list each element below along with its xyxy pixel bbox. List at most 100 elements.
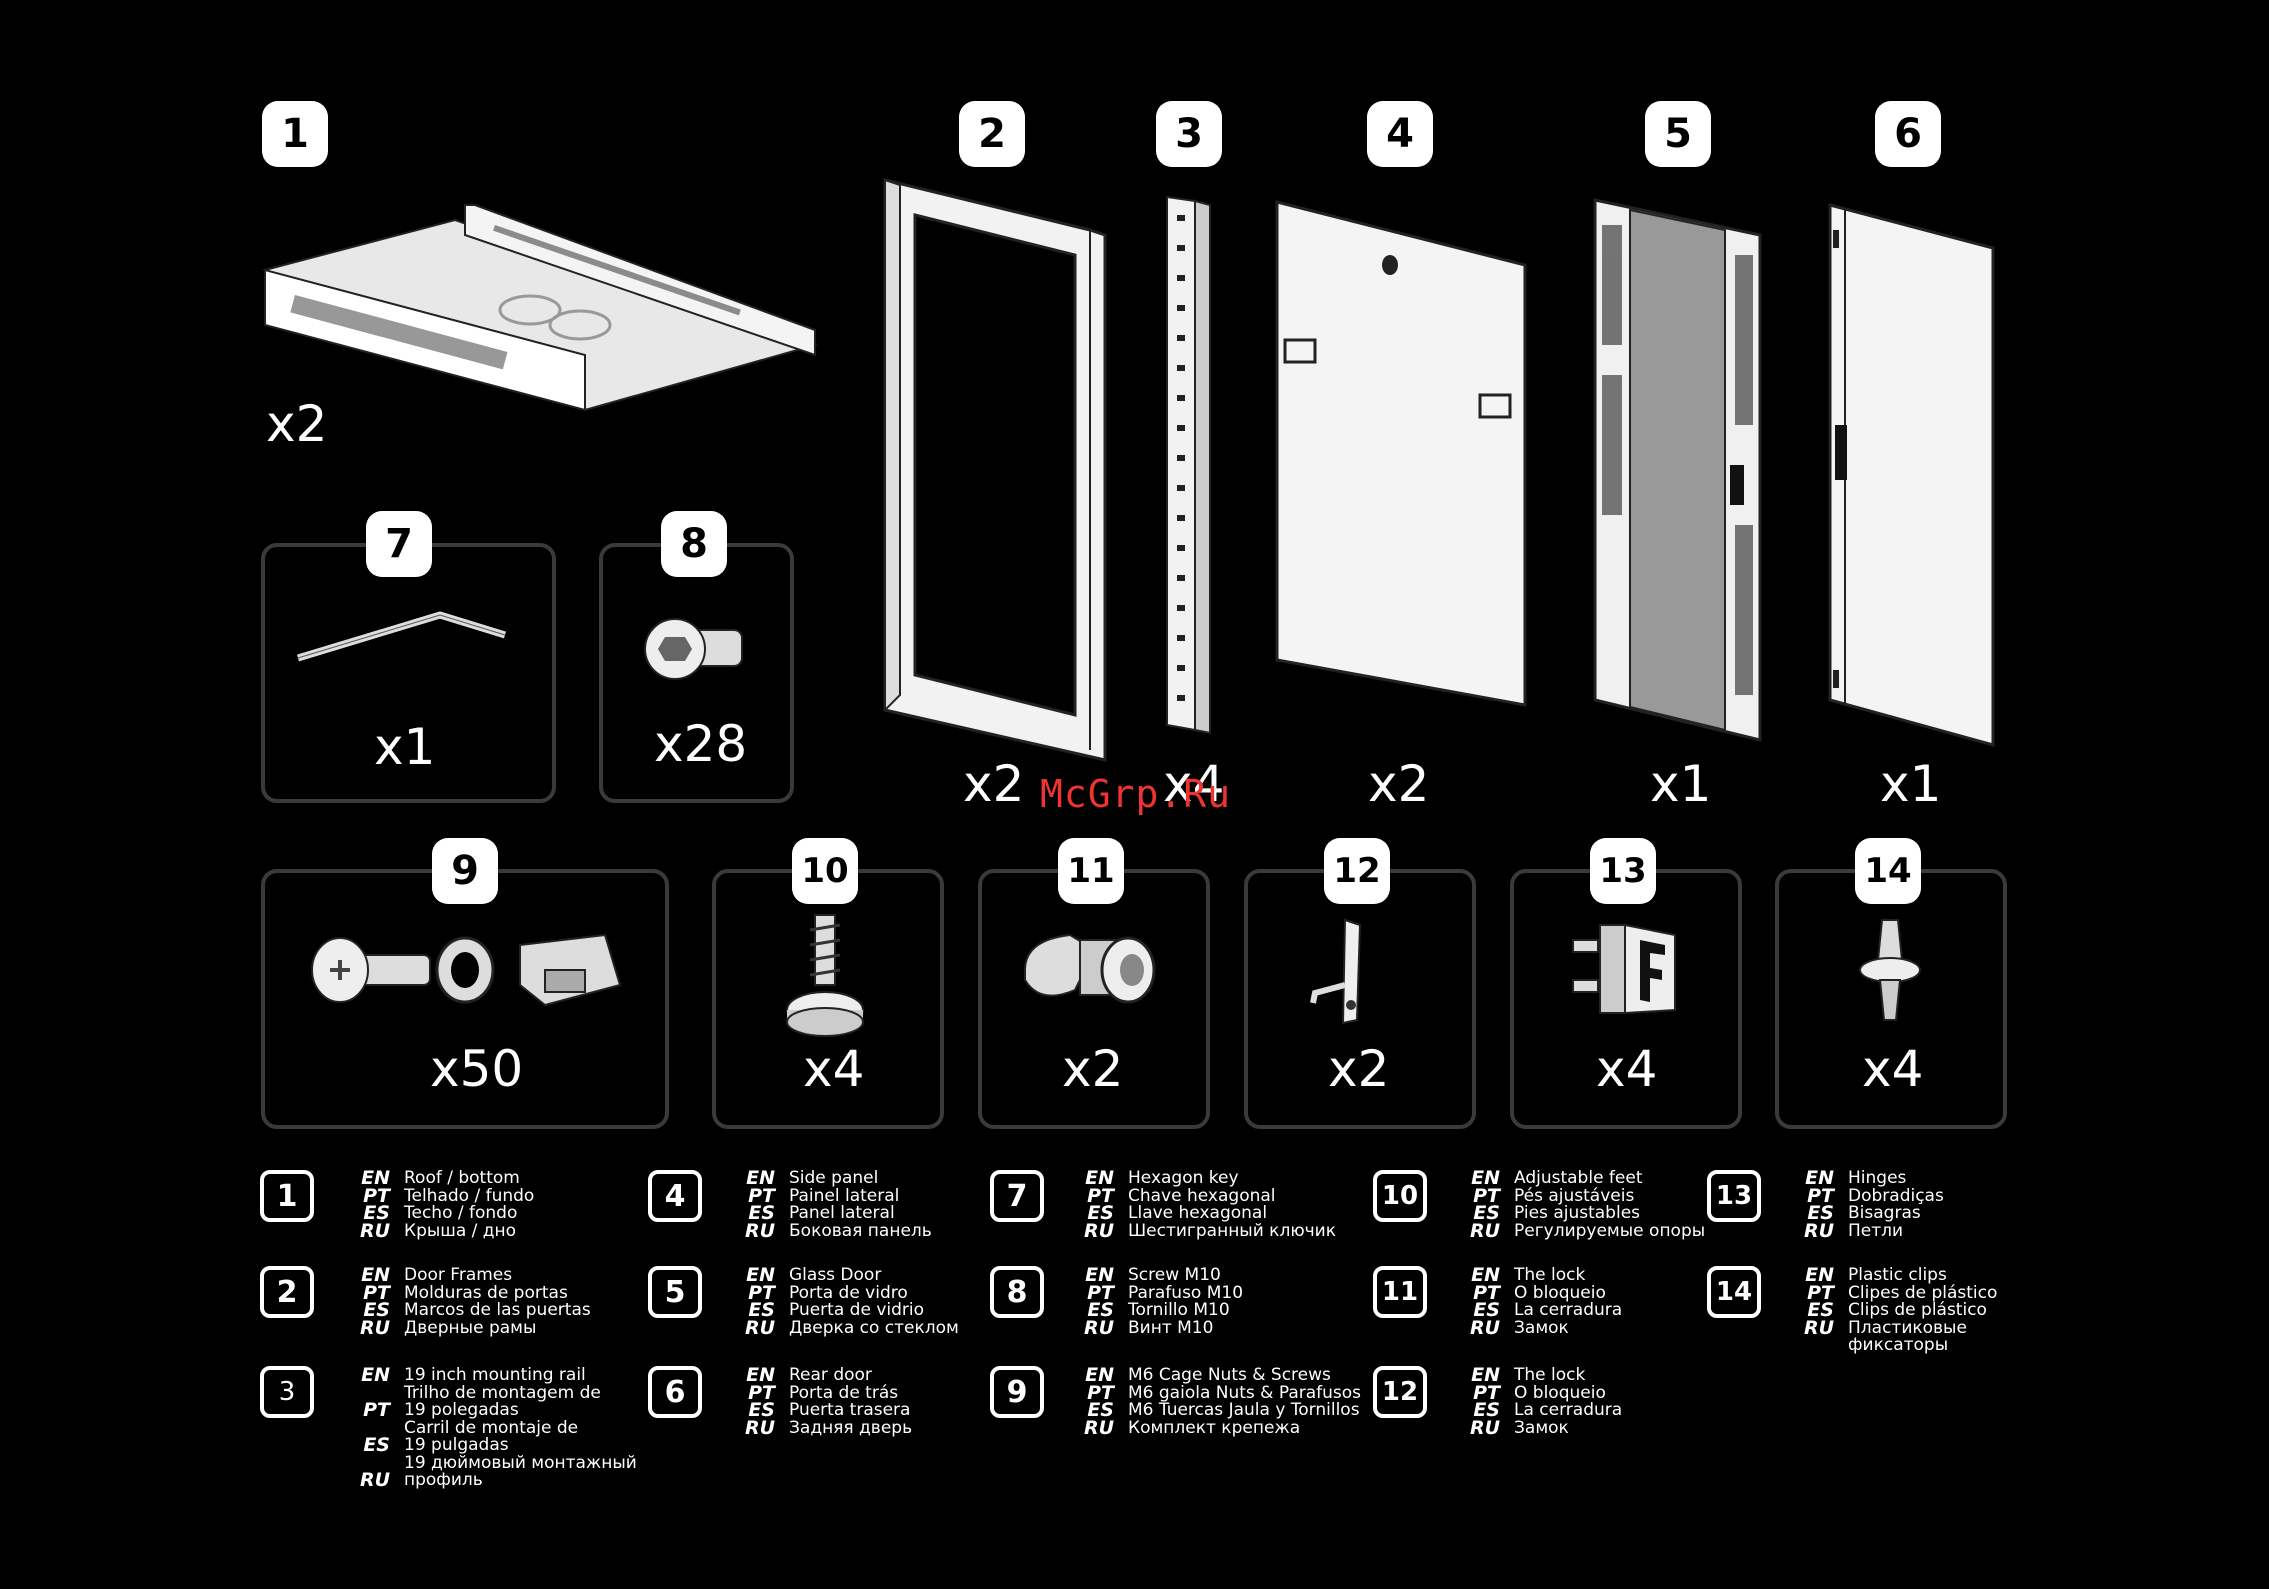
part-qty-14: x4: [1862, 1040, 1924, 1098]
legend-en: M6 Cage Nuts & Screws: [1128, 1365, 1331, 1385]
legend-ru: Крыша / дно: [404, 1220, 517, 1241]
plastic-clip-illustration: [1859, 919, 1921, 1021]
legend-ru: Петли: [1848, 1220, 1904, 1241]
legend-ru: Задняя дверь: [789, 1417, 913, 1438]
legend-es: Puerta trasera: [789, 1400, 911, 1420]
legend-en: Side panel: [789, 1168, 879, 1188]
legend-num-10: 10: [1373, 1170, 1427, 1222]
part-qty-5: x1: [1650, 755, 1712, 813]
legend-pt: Chave hexagonal: [1128, 1185, 1276, 1206]
mounting-rail-illustration: [1166, 195, 1211, 735]
legend-es: Panel lateral: [789, 1203, 895, 1223]
legend-es: Llave hexagonal: [1128, 1203, 1268, 1223]
watermark: McGrp.Ru: [1040, 772, 1232, 816]
legend-ru: Замок: [1514, 1317, 1569, 1338]
part-qty-8: x28: [654, 715, 748, 773]
legend-num-8: 8: [990, 1266, 1044, 1318]
part-qty-10: x4: [803, 1040, 865, 1098]
side-panel-illustration: [1275, 200, 1527, 707]
screw-m10-illustration: [644, 618, 743, 680]
legend-ru: Комплект крепежа: [1128, 1417, 1301, 1438]
part-badge-1: 1: [262, 101, 328, 167]
door-frame-illustration: [883, 178, 1107, 762]
glass-door-illustration: [1593, 198, 1762, 742]
part-badge-9: 9: [432, 838, 498, 904]
legend-es: Bisagras: [1848, 1203, 1921, 1223]
legend-pt: O bloqueio: [1514, 1282, 1606, 1303]
legend-ru: Пластиковые фиксаторы: [1848, 1317, 1967, 1355]
part-badge-10: 10: [792, 838, 858, 904]
part-badge-11: 11: [1058, 838, 1124, 904]
hinge-illustration: [1572, 923, 1676, 1015]
legend-ru: 19 дюймовый монтажный профиль: [404, 1452, 637, 1490]
legend-es: La cerradura: [1514, 1300, 1623, 1320]
legend-es: M6 Tuercas Jaula y Tornillos: [1128, 1400, 1360, 1420]
cage-nut-screw-illustration: [311, 933, 622, 1007]
hexagon-key-illustration: [296, 611, 507, 662]
part-qty-7: x1: [374, 718, 436, 776]
part-badge-13: 13: [1590, 838, 1656, 904]
legend-es: Carril de montaje de 19 pulgadas: [404, 1417, 579, 1455]
legend-es: Tornillo M10: [1128, 1300, 1230, 1320]
part-badge-6: 6: [1875, 101, 1941, 167]
legend-en: Screw M10: [1128, 1265, 1221, 1285]
rear-door-illustration: [1828, 203, 1995, 747]
legend-pt: Trilho de montagem de 19 polegadas: [404, 1382, 601, 1420]
legend-num-12: 12: [1373, 1366, 1427, 1418]
legend-num-3: 3: [260, 1366, 314, 1418]
legend-pt: Molduras de portas: [404, 1282, 568, 1303]
handle-lock-illustration: [1310, 918, 1362, 1025]
part-badge-2: 2: [959, 101, 1025, 167]
legend-en: Hinges: [1848, 1168, 1907, 1188]
legend-pt: O bloqueio: [1514, 1382, 1606, 1403]
legend-num-11: 11: [1373, 1266, 1427, 1318]
adjustable-foot-illustration: [786, 914, 864, 1037]
part-badge-3: 3: [1156, 101, 1222, 167]
legend-en: Glass Door: [789, 1265, 882, 1285]
legend-es: Clips de plástico: [1848, 1300, 1987, 1320]
legend-num-14: 14: [1707, 1266, 1761, 1318]
legend-ru: Шестигранный ключик: [1128, 1220, 1336, 1241]
part-qty-2: x2: [963, 755, 1025, 813]
legend-ru: Боковая панель: [789, 1220, 932, 1241]
legend-pt: Parafuso M10: [1128, 1282, 1244, 1303]
legend-ru: Винт M10: [1128, 1317, 1214, 1338]
legend-num-7: 7: [990, 1170, 1044, 1222]
legend-ru: Регулируемые опоры: [1514, 1220, 1706, 1241]
part-qty-4: x2: [1368, 755, 1430, 813]
legend-num-4: 4: [648, 1170, 702, 1222]
legend-es: La cerradura: [1514, 1400, 1623, 1420]
part-badge-14: 14: [1855, 838, 1921, 904]
legend-ru: Дверные рамы: [404, 1317, 537, 1338]
cam-lock-illustration: [1024, 933, 1156, 1004]
legend-en: Hexagon key: [1128, 1168, 1239, 1188]
legend-num-1: 1: [260, 1170, 314, 1222]
legend-pt: M6 gaiola Nuts & Parafusos: [1128, 1382, 1362, 1403]
legend-pt: Painel lateral: [789, 1185, 900, 1206]
legend-num-2: 2: [260, 1266, 314, 1318]
legend-en: Plastic clips: [1848, 1265, 1947, 1285]
legend-pt: Porta de vidro: [789, 1282, 908, 1303]
part-badge-4: 4: [1367, 101, 1433, 167]
part-qty-13: x4: [1596, 1040, 1658, 1098]
part-qty-1: x2: [266, 395, 328, 453]
part-qty-3: x4: [1163, 755, 1225, 813]
legend-es: Puerta de vidrio: [789, 1300, 925, 1320]
legend-num-6: 6: [648, 1366, 702, 1418]
legend-pt: Clipes de plástico: [1848, 1282, 1998, 1303]
part-qty-11: x2: [1062, 1040, 1124, 1098]
legend-num-9: 9: [990, 1366, 1044, 1418]
legend-en: Rear door: [789, 1365, 872, 1385]
part-badge-5: 5: [1645, 101, 1711, 167]
